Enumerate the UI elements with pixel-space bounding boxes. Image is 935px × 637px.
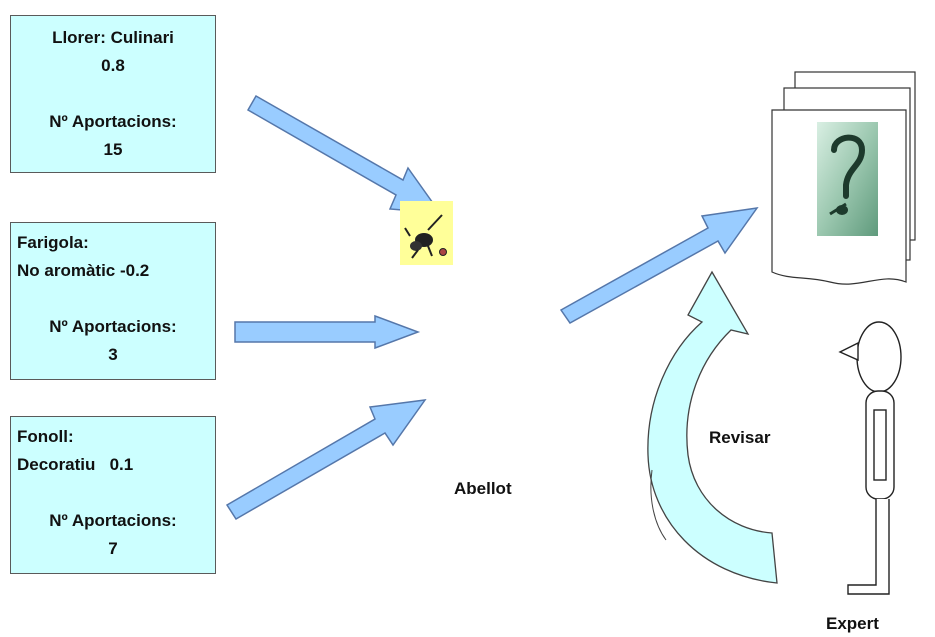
farigola-contributions-label: Nº Aportacions: (49, 317, 177, 336)
fonoll-spacer (11, 479, 215, 507)
farigola-title: Farigola: (17, 233, 89, 252)
farigola-contributions-count: 3 (108, 345, 118, 364)
curved-arrow-icon (647, 270, 778, 584)
llorer-title: Llorer: Culinari (52, 28, 174, 47)
arrow-fonoll-to-abellot (225, 399, 427, 521)
bee-icon (400, 201, 453, 265)
fonoll-title: Fonoll: (17, 427, 74, 446)
llorer-spacer (11, 80, 215, 108)
fonoll-contributions-label: Nº Aportacions: (49, 511, 177, 530)
expert-label: Expert (826, 614, 879, 633)
llorer-box: Llorer: Culinari 0.8 Nº Aportacions: 15 (10, 15, 216, 173)
arrow-abellot-to-document (559, 207, 759, 324)
llorer-contributions-label: Nº Aportacions: (49, 112, 177, 131)
abellot-label: Abellot (454, 479, 512, 498)
farigola-box: Farigola: No aromàtic -0.2 Nº Aportacion… (10, 222, 216, 380)
question-document-icon (771, 71, 916, 285)
llorer-value: 0.8 (101, 56, 125, 75)
fonoll-value: Decoratiu 0.1 (17, 455, 134, 474)
farigola-spacer (11, 285, 215, 313)
llorer-contributions-count: 15 (103, 140, 123, 159)
arrow-farigola-to-abellot (234, 314, 421, 350)
revisar-label: Revisar (709, 428, 771, 447)
arrow-llorer-to-abellot (246, 94, 442, 214)
fonoll-contributions-count: 7 (108, 539, 118, 558)
stick-figure-icon (838, 321, 902, 595)
farigola-value: No aromàtic -0.2 (17, 261, 150, 280)
fonoll-box: Fonoll: Decoratiu 0.1 Nº Aportacions: 7 (10, 416, 216, 574)
